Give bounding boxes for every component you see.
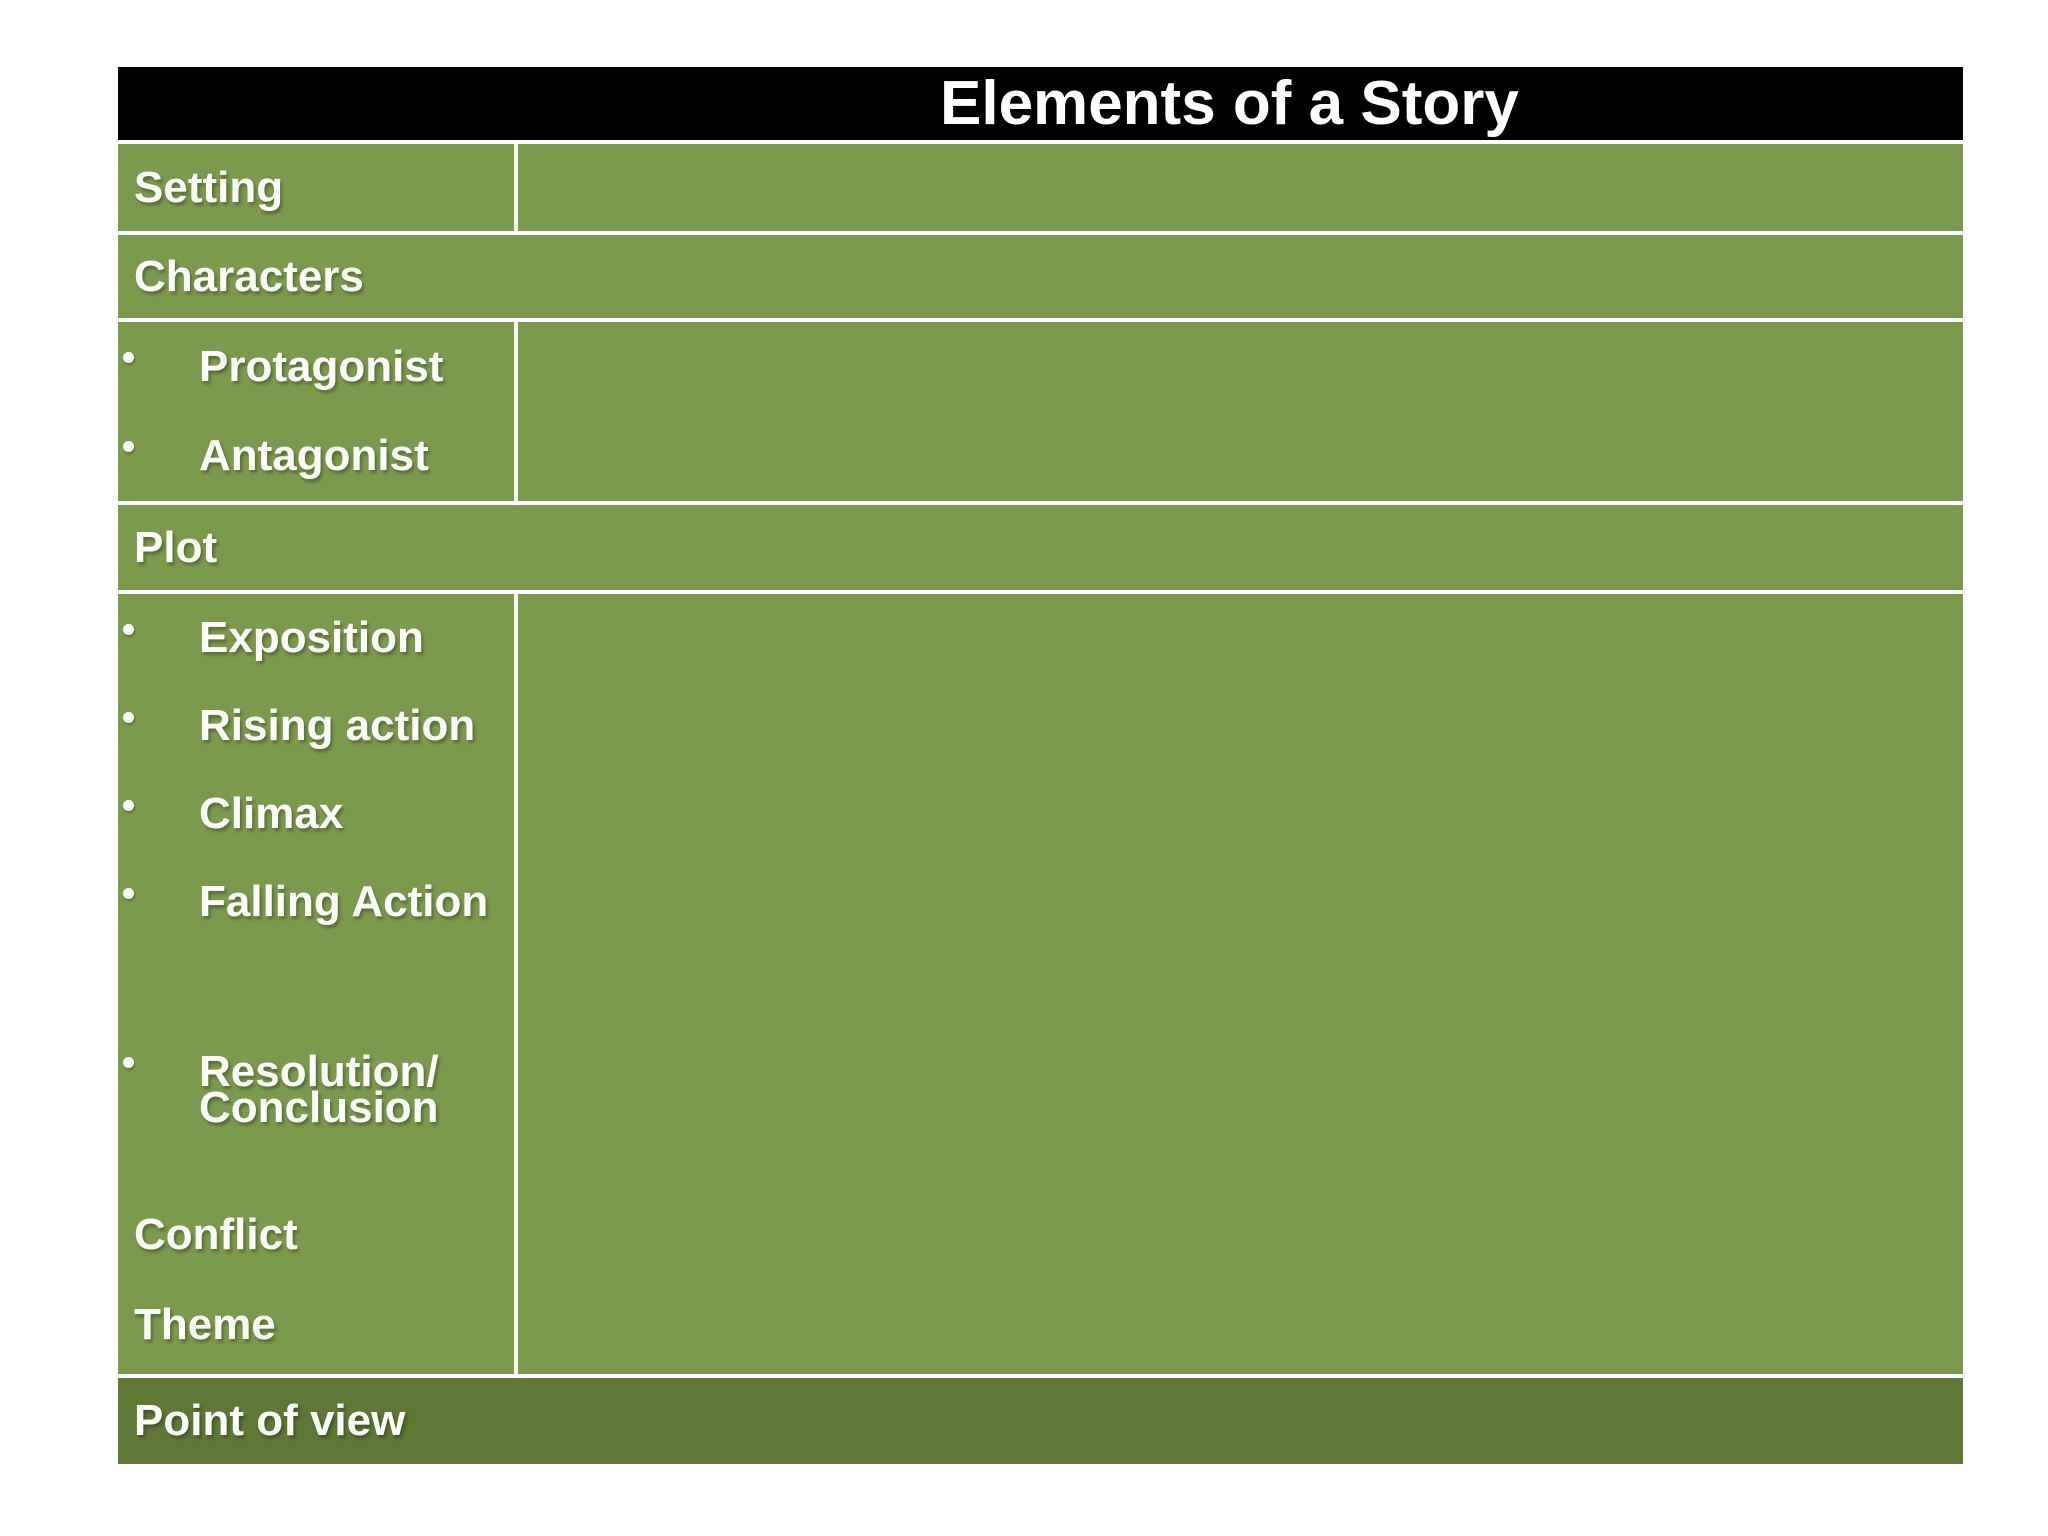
exposition-label: Exposition xyxy=(199,613,424,662)
row-point-of-view: Point of view xyxy=(118,1378,1963,1464)
row-plot: Plot xyxy=(118,505,1963,590)
plot-bullets-cell: Exposition Rising action Climax Falling … xyxy=(118,594,518,1374)
bullet-icon xyxy=(123,352,134,363)
list-item-resolution-conclusion: Resolution/ Conclusion xyxy=(118,1046,514,1134)
character-details-value-cell xyxy=(518,322,1963,501)
list-item-antagonist: Antagonist xyxy=(118,411,514,500)
row-theme: Theme xyxy=(118,1281,514,1369)
list-item-exposition: Exposition xyxy=(118,594,514,682)
list-item-falling-action: Falling Action xyxy=(118,858,514,946)
list-item-rising-action: Rising action xyxy=(118,682,514,770)
character-bullets-cell: Protagonist Antagonist xyxy=(118,322,518,501)
setting-value-cell xyxy=(518,144,1963,231)
list-item-climax: Climax xyxy=(118,770,514,858)
row-characters: Characters xyxy=(118,235,1963,318)
row-conflict: Conflict xyxy=(118,1191,514,1279)
bullet-icon xyxy=(123,711,134,723)
bullet-icon xyxy=(123,441,134,452)
plot-details-value-cell xyxy=(518,594,1963,1374)
page-title: Elements of a Story xyxy=(940,69,1519,138)
list-item-protagonist: Protagonist xyxy=(118,322,514,411)
row-plot-details: Exposition Rising action Climax Falling … xyxy=(118,594,1963,1374)
setting-label-cell: Setting xyxy=(118,144,518,231)
row-character-details: Protagonist Antagonist xyxy=(118,322,1963,501)
antagonist-label: Antagonist xyxy=(199,430,429,480)
rising-action-label: Rising action xyxy=(199,701,476,750)
table-header-row: Elements of a Story xyxy=(118,67,1963,140)
plot-label: Plot xyxy=(134,522,218,572)
resolution-label: Resolution/ xyxy=(199,1047,439,1096)
point-of-view-label: Point of view xyxy=(134,1396,406,1445)
story-elements-table: Elements of a Story Setting Characters P… xyxy=(118,67,1963,1468)
bullet-icon xyxy=(123,799,134,811)
resolution-conclusion-lines: Resolution/ Conclusion xyxy=(199,1047,439,1132)
characters-label: Characters xyxy=(134,251,364,301)
conclusion-label: Conclusion xyxy=(199,1083,439,1132)
climax-label: Climax xyxy=(199,789,344,838)
theme-label: Theme xyxy=(134,1300,276,1349)
falling-action-label: Falling Action xyxy=(199,877,489,926)
protagonist-label: Protagonist xyxy=(199,341,444,391)
bullet-icon xyxy=(123,1056,134,1068)
bullet-icon xyxy=(123,887,134,899)
bullet-icon xyxy=(123,623,134,635)
conflict-label: Conflict xyxy=(134,1210,298,1259)
setting-label: Setting xyxy=(134,162,284,212)
row-setting: Setting xyxy=(118,144,1963,231)
